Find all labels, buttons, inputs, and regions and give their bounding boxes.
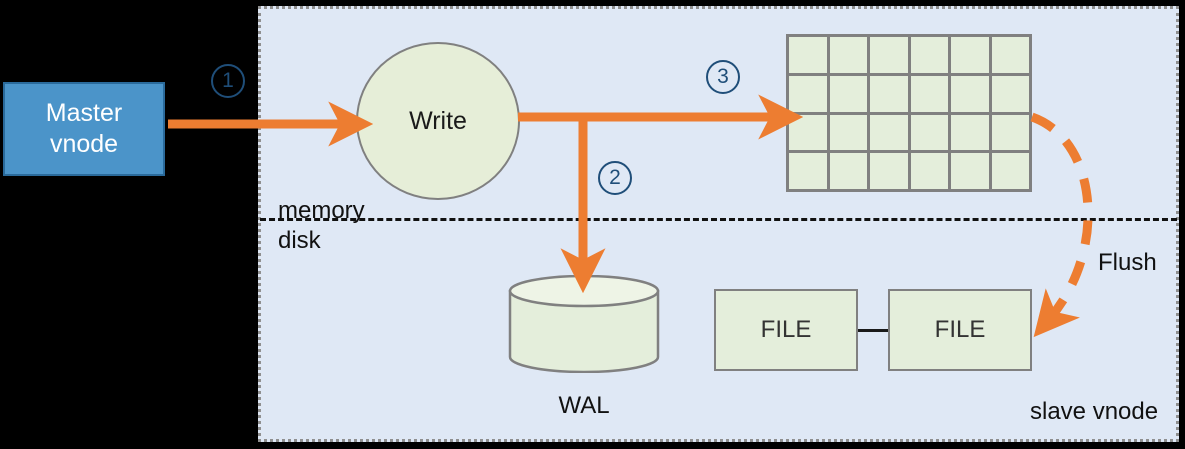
memtable-cell — [910, 75, 948, 112]
memtable-cell — [951, 114, 989, 151]
memtable-cell — [870, 37, 908, 73]
master-vnode-box[interactable]: Master vnode — [3, 82, 165, 176]
memtable-grid — [786, 34, 1032, 192]
file-box-2[interactable]: FILE — [888, 289, 1032, 371]
memory-disk-boundary-line — [260, 218, 1177, 221]
file-box-2-label: FILE — [934, 316, 986, 343]
memtable-cell — [991, 37, 1029, 73]
memtable-cell — [951, 75, 989, 112]
memtable-cell — [991, 153, 1029, 189]
memtable-cell — [991, 114, 1029, 151]
file-link-connector — [858, 329, 888, 332]
master-vnode-label-line1: Master — [45, 99, 123, 127]
memtable-cell — [991, 75, 1029, 112]
write-node-label: Write — [409, 106, 467, 135]
memtable-cell — [910, 37, 948, 73]
flush-label: Flush — [1098, 249, 1157, 276]
memtable-cell — [870, 75, 908, 112]
memtable-cell — [910, 153, 948, 189]
slave-vnode-label: slave vnode — [1030, 398, 1159, 425]
file-box-1[interactable]: FILE — [714, 289, 858, 371]
memtable-cell — [951, 153, 989, 189]
memtable-cell — [829, 153, 867, 189]
file-box-1-label: FILE — [760, 316, 812, 343]
wal-cylinder — [508, 274, 660, 374]
write-node[interactable]: Write — [356, 42, 520, 200]
wal-label: WAL — [558, 392, 610, 419]
memtable-cell — [870, 153, 908, 189]
memtable-cell — [789, 75, 827, 112]
memtable-cell — [870, 114, 908, 151]
memtable-cell — [789, 153, 827, 189]
memtable-cell — [951, 37, 989, 73]
memtable-cell — [829, 114, 867, 151]
memtable-cell — [910, 114, 948, 151]
memtable-cell — [829, 37, 867, 73]
step-marker-1: 1 — [211, 64, 245, 98]
memtable-cell — [789, 114, 827, 151]
master-vnode-label-line2: vnode — [49, 130, 119, 158]
memtable-cell — [829, 75, 867, 112]
memtable-cell — [789, 37, 827, 73]
step-marker-2: 2 — [598, 161, 632, 195]
memory-label: memory — [278, 197, 365, 224]
step-marker-3: 3 — [706, 60, 740, 94]
disk-label: disk — [278, 227, 321, 254]
